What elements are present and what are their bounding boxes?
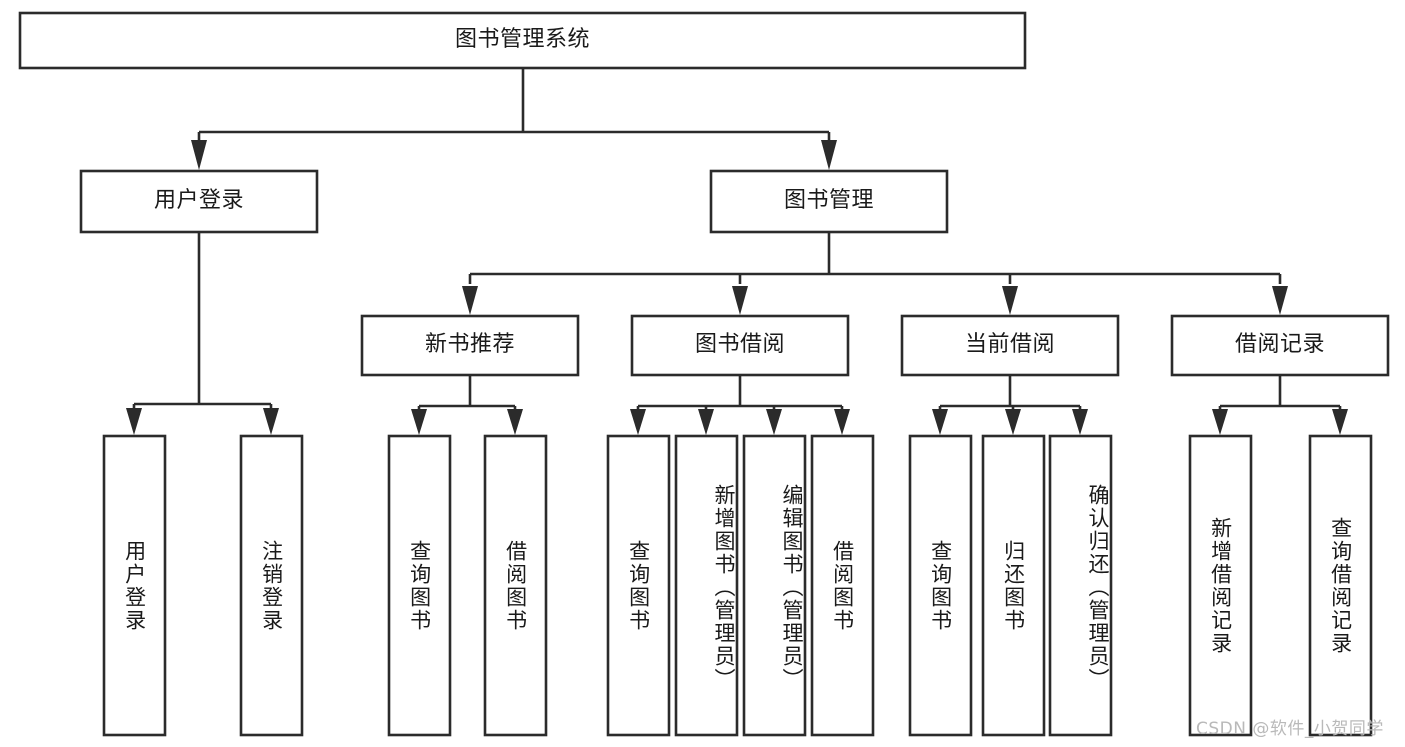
node-box-current-borrow[interactable]: [900, 314, 1120, 377]
arrow-head-book-borrow: [732, 286, 748, 315]
arrow-head-leaf-book-borrow-2: [766, 409, 782, 435]
arrow-head-leaf-book-borrow-1: [698, 409, 714, 435]
arrow-head-book-management: [821, 140, 837, 170]
arrow-head-leaf-book-borrow-0: [630, 409, 646, 435]
node-box-root[interactable]: [18, 11, 1027, 70]
node-box-leaf-book-borrow-1[interactable]: [674, 434, 739, 737]
arrow-head-leaf-user-login-0: [126, 408, 142, 435]
node-box-user-login[interactable]: [79, 169, 319, 234]
arrow-head-leaf-borrow-record-1: [1332, 409, 1348, 435]
arrow-head-leaf-current-borrow-1: [1005, 409, 1021, 435]
node-box-leaf-borrow-record-0[interactable]: [1188, 434, 1253, 737]
node-box-leaf-user-login-0[interactable]: [102, 434, 167, 737]
node-box-book-management[interactable]: [709, 169, 949, 234]
arrow-head-leaf-current-borrow-0: [932, 409, 948, 435]
node-box-leaf-borrow-record-1[interactable]: [1308, 434, 1373, 737]
arrow-head-new-book-recommend: [462, 286, 478, 315]
node-box-leaf-book-borrow-2[interactable]: [742, 434, 807, 737]
arrow-head-user-login: [191, 140, 207, 170]
node-box-leaf-new-book-1[interactable]: [483, 434, 548, 737]
arrow-head-leaf-book-borrow-3: [834, 409, 850, 435]
arrow-head-leaf-new-book-1: [507, 409, 523, 435]
arrow-head-leaf-borrow-record-0: [1212, 409, 1228, 435]
node-box-leaf-book-borrow-0[interactable]: [606, 434, 671, 737]
arrow-head-leaf-new-book-0: [411, 409, 427, 435]
arrow-head-current-borrow: [1002, 286, 1018, 315]
node-box-leaf-user-login-1[interactable]: [239, 434, 304, 737]
node-box-book-borrow[interactable]: [630, 314, 850, 377]
node-box-leaf-book-borrow-3[interactable]: [810, 434, 875, 737]
node-box-leaf-current-borrow-0[interactable]: [908, 434, 973, 737]
node-box-new-book-recommend[interactable]: [360, 314, 580, 377]
csdn-watermark: CSDN @软件_小贺同学: [1196, 719, 1384, 739]
node-box-leaf-current-borrow-2[interactable]: [1048, 434, 1113, 737]
arrow-head-leaf-user-login-1: [263, 408, 279, 435]
node-box-leaf-new-book-0[interactable]: [387, 434, 452, 737]
arrow-head-leaf-current-borrow-2: [1072, 409, 1088, 435]
node-box-leaf-current-borrow-1[interactable]: [981, 434, 1046, 737]
node-box-borrow-record[interactable]: [1170, 314, 1390, 377]
arrow-head-borrow-record: [1272, 286, 1288, 315]
